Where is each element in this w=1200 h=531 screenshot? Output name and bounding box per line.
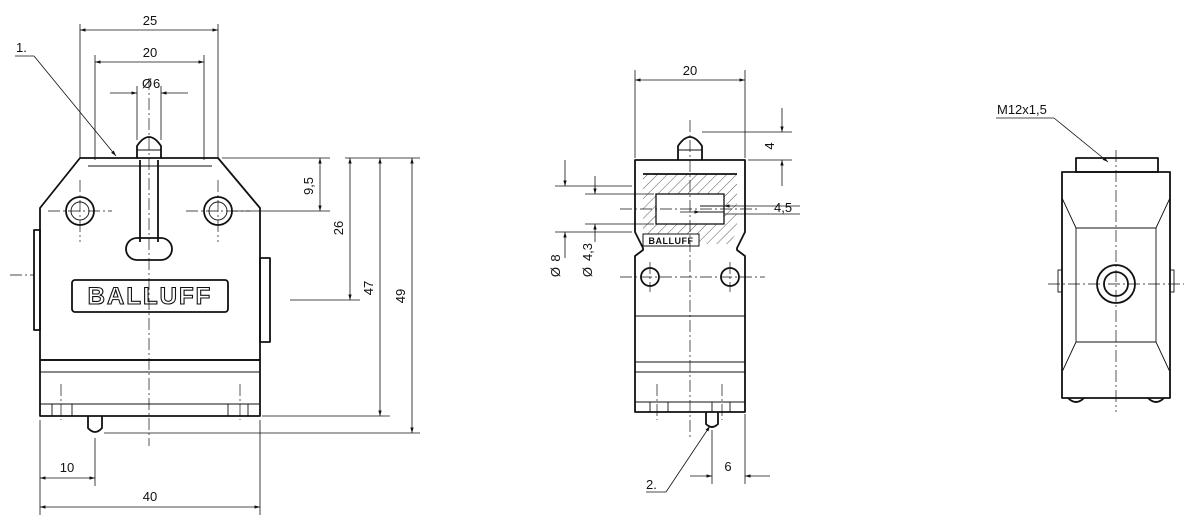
thread-callout-label: M12x1,5 — [997, 102, 1047, 117]
front-left-boss — [33, 229, 41, 331]
dim-47-label: 47 — [361, 281, 376, 295]
front-foot-left — [51, 403, 73, 417]
front-foot-right — [227, 403, 249, 417]
side-dimensions: 20 4 4,5 Ø 8 Ø 4,3 6 2. — [548, 63, 800, 493]
top-left-tab — [1057, 269, 1063, 293]
side-dim-4-label: 4 — [762, 142, 777, 149]
front-view: BALLUFF — [10, 78, 271, 446]
side-dim-6-label: 6 — [724, 459, 731, 474]
front-dimensions: 25 20 Ø 6 9,5 26 47 49 10 — [15, 13, 420, 515]
top-foot-left — [1067, 397, 1085, 403]
dim-9-5-label: 9,5 — [301, 177, 316, 195]
callout-2-label: 2. — [646, 477, 657, 492]
dim-25-label: 25 — [143, 13, 157, 28]
side-dim-dia8-label: 8 — [548, 254, 563, 261]
side-body-outline — [634, 159, 746, 413]
top-right-tab — [1169, 269, 1175, 293]
dim-20-label: 20 — [143, 45, 157, 60]
side-brand-text: BALLUFF — [649, 236, 694, 246]
front-bottom-pin — [87, 416, 103, 433]
dim-40-label: 40 — [143, 489, 157, 504]
dim-dia6-label: 6 — [153, 76, 160, 91]
side-dim-4-5-label: 4,5 — [774, 200, 792, 215]
front-right-boss — [259, 257, 271, 343]
side-dim-dia43-label: 4,3 — [580, 243, 595, 261]
front-brand-plate — [71, 279, 229, 313]
callout-1-label: 1. — [16, 40, 27, 55]
dim-49-label: 49 — [393, 289, 408, 303]
top-foot-right — [1147, 397, 1165, 403]
side-dim-20-label: 20 — [683, 63, 697, 78]
side-dim-dia8-symbol: Ø — [548, 267, 563, 277]
dim-26-label: 26 — [331, 221, 346, 235]
side-bottom-pin — [705, 412, 719, 428]
side-view: BALLUFF — [620, 120, 765, 440]
front-body-outline — [39, 157, 261, 361]
dim-10-label: 10 — [60, 460, 74, 475]
front-brand-text: BALLUFF — [88, 283, 213, 310]
front-plunger — [136, 136, 162, 158]
side-brand-plate — [642, 233, 700, 247]
top-upper-bevel — [1061, 197, 1171, 229]
side-foot-right — [711, 401, 731, 413]
top-thread-cap — [1075, 157, 1159, 173]
dim-dia6-symbol: Ø — [142, 76, 152, 91]
top-body-outline — [1061, 171, 1171, 399]
top-view: M12x1,5 — [996, 102, 1184, 412]
front-base — [39, 359, 261, 417]
side-dim-dia43-symbol: Ø — [580, 267, 595, 277]
side-foot-left — [649, 401, 669, 413]
front-slot — [139, 160, 159, 242]
